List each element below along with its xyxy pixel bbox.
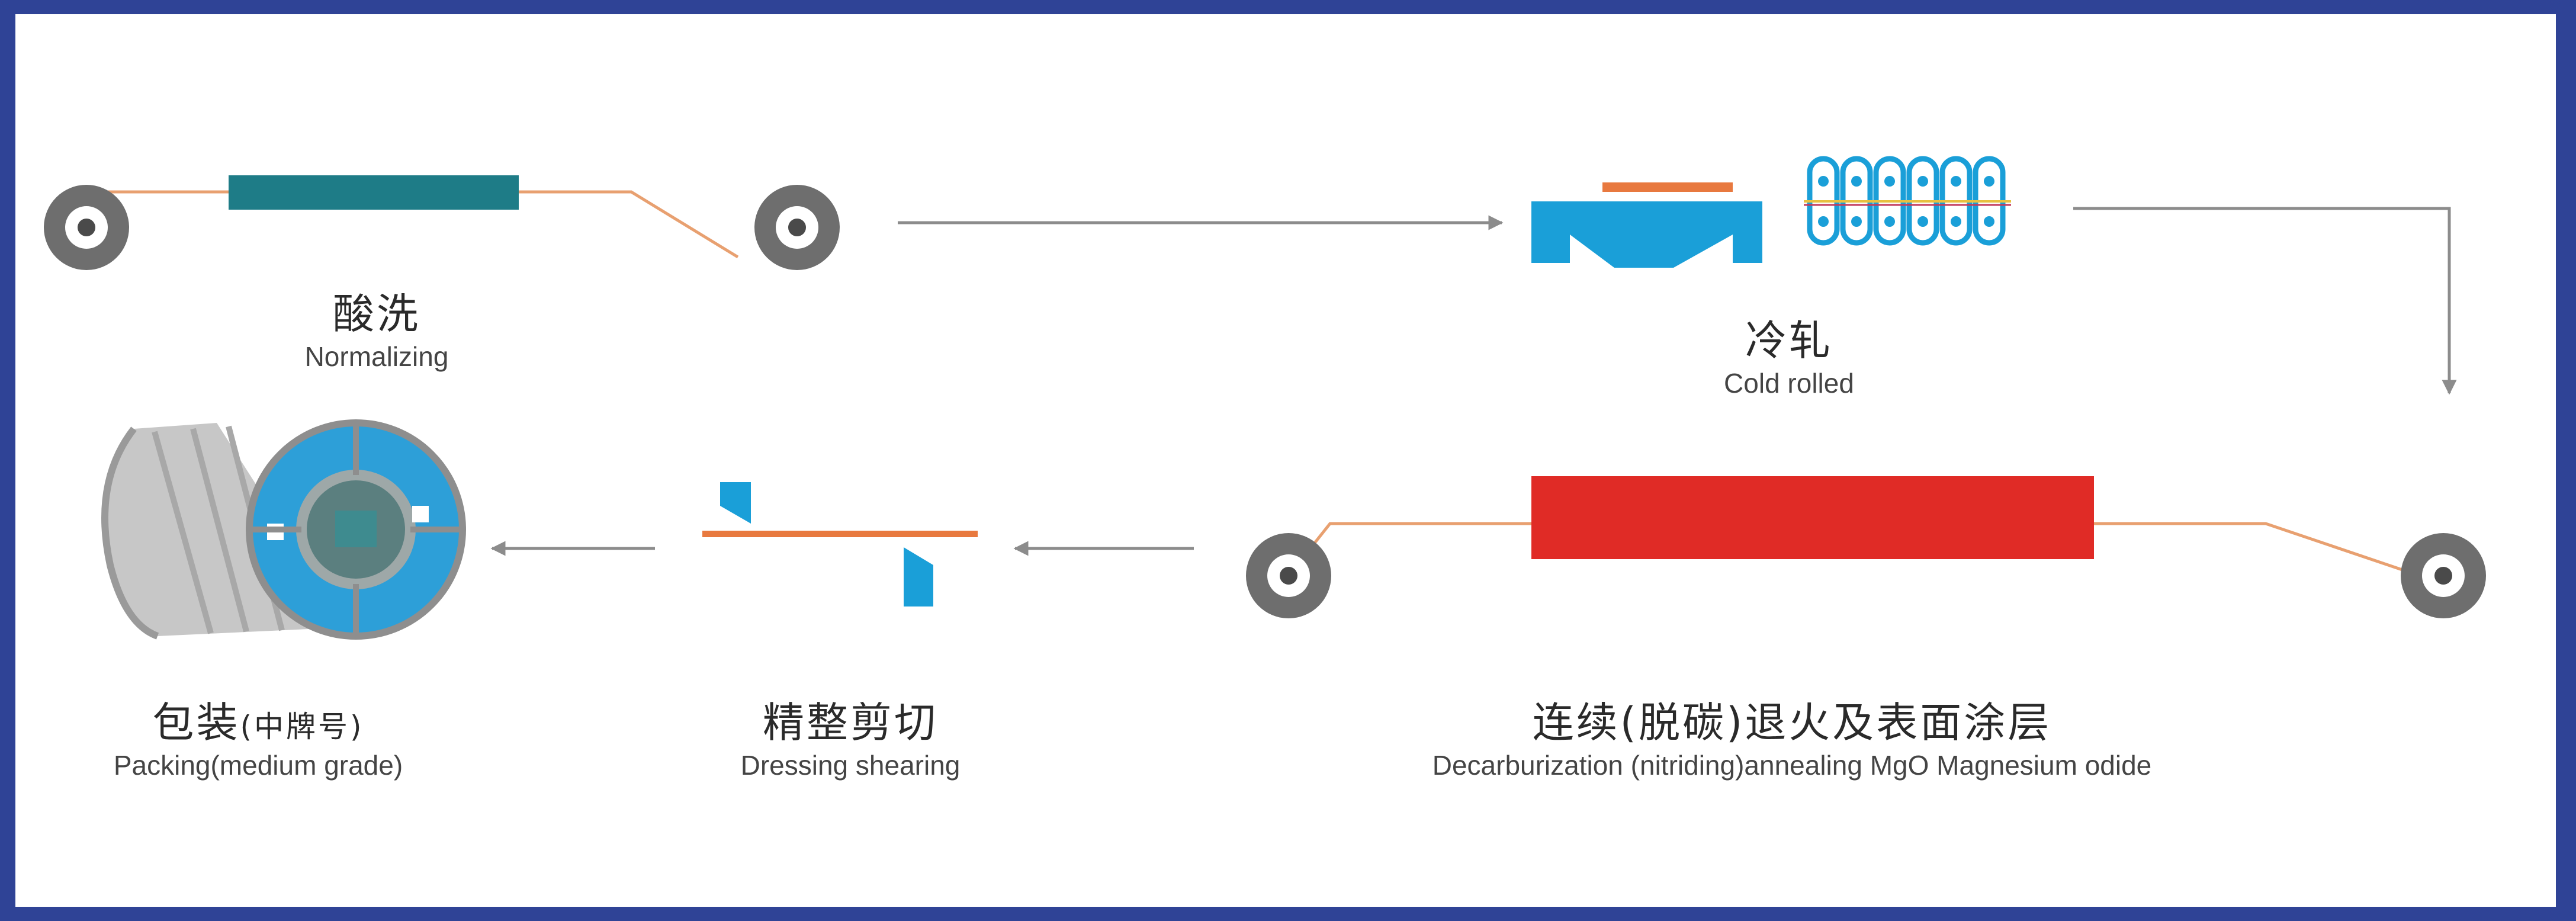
- rolling-mill-frame-icon: [1531, 201, 1762, 268]
- pickling-tank-bar: [229, 175, 519, 210]
- roll-stand-dots: [1818, 176, 1994, 227]
- annealing-recoiler-coil-icon: [2401, 533, 2486, 618]
- shearing-label: 精整剪切 Dressing shearing: [741, 689, 961, 781]
- process-flow-diagram: [44, 156, 2486, 640]
- packing-cn: 包装: [152, 698, 240, 747]
- strip-line: [513, 190, 739, 259]
- shearing-illustration: [702, 482, 978, 606]
- flow-arrows: [490, 207, 2457, 556]
- payoff-coil-icon: [44, 185, 129, 270]
- packing-cn-note: (中牌号): [240, 710, 364, 744]
- diagram-frame: 酸洗 Normalizing 冷轧 Cold rolled 连续(脱碳)退火及表…: [15, 14, 2556, 907]
- cold-rolling-en: Cold rolled: [1724, 368, 1854, 399]
- cold-strip-segment: [1602, 182, 1733, 192]
- annealing-label: 连续(脱碳)退火及表面涂层 Decarburization (nitriding…: [1432, 689, 2152, 781]
- recoiler-coil-icon: [754, 185, 840, 270]
- packing-en: Packing(medium grade): [113, 750, 403, 781]
- annealing-payoff-coil-icon: [1246, 533, 1331, 618]
- coil-label-tag: [412, 506, 429, 522]
- pickling-label: 酸洗 Normalizing: [305, 281, 449, 373]
- annealing-furnace-bar: [1531, 476, 2094, 559]
- cold-rolling-label: 冷轧 Cold rolled: [1724, 307, 1854, 399]
- strip-line: [2088, 522, 2420, 577]
- pickling-en: Normalizing: [304, 341, 449, 372]
- upper-shear-blade-icon: [720, 482, 751, 524]
- pickling-cn: 酸洗: [332, 290, 420, 338]
- packing-cn-line: 包装(中牌号): [114, 689, 403, 749]
- pickling-line-illustration: [44, 175, 840, 270]
- annealing-line-illustration: [1246, 476, 2486, 618]
- packed-coil-illustration: [101, 419, 466, 640]
- shearing-en: Dressing shearing: [740, 750, 961, 781]
- packing-label: 包装(中牌号) Packing(medium grade): [114, 689, 403, 781]
- cold-rolling-cn: 冷轧: [1745, 316, 1833, 365]
- sheared-strip-segment: [702, 531, 978, 537]
- lower-shear-blade-icon: [904, 547, 933, 606]
- cold-rolling-illustration: [1531, 156, 2011, 268]
- annealing-cn: 连续(脱碳)退火及表面涂层: [1532, 698, 2052, 747]
- annealing-en: Decarburization (nitriding)annealing MgO…: [1432, 750, 2152, 781]
- arrow-down-icon: [2073, 207, 2457, 395]
- shearing-cn: 精整剪切: [763, 698, 938, 747]
